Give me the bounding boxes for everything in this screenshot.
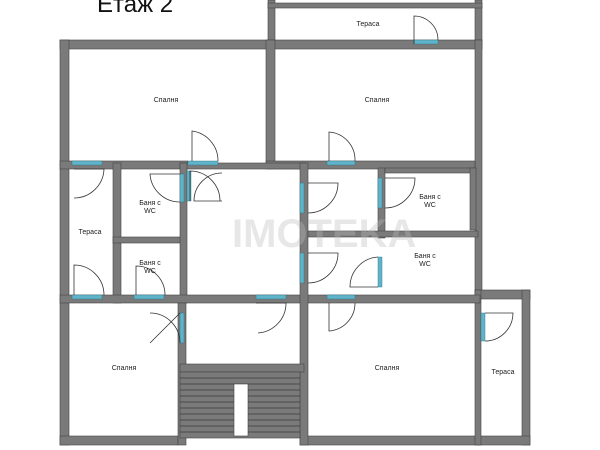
room-label-bath-2-line2: WC — [144, 268, 156, 275]
room-labels: Тераса Спалня Спалня Баня с WC Баня с WC… — [79, 21, 515, 376]
room-label-terrace-right: Тераса — [492, 369, 515, 376]
floor-title: Етаж 2 — [97, 0, 173, 18]
room-label-bath-2-line1: Баня с — [139, 260, 161, 267]
room-label-bath-4-line1: Баня с — [414, 253, 436, 260]
room-label-bath-3-line2: WC — [424, 202, 436, 209]
doors — [71, 15, 514, 344]
room-label-bath-1-line2: WC — [144, 208, 156, 215]
room-label-bedroom-top-left: Спалня — [154, 97, 179, 104]
room-label-bedroom-top-right: Спалня — [365, 97, 390, 104]
room-label-terrace-top: Тераса — [357, 21, 380, 28]
room-label-bedroom-bottom-right: Спалня — [375, 365, 400, 372]
room-label-terrace-left: Тераса — [79, 229, 102, 236]
room-label-bath-1-line1: Баня с — [139, 200, 161, 207]
watermark: IMOTEKA — [232, 212, 416, 256]
room-label-bath-4-line2: WC — [419, 261, 431, 268]
room-label-bath-3-line1: Баня с — [419, 194, 441, 201]
staircase — [179, 371, 301, 439]
room-label-bedroom-bottom-left: Спалня — [112, 365, 137, 372]
